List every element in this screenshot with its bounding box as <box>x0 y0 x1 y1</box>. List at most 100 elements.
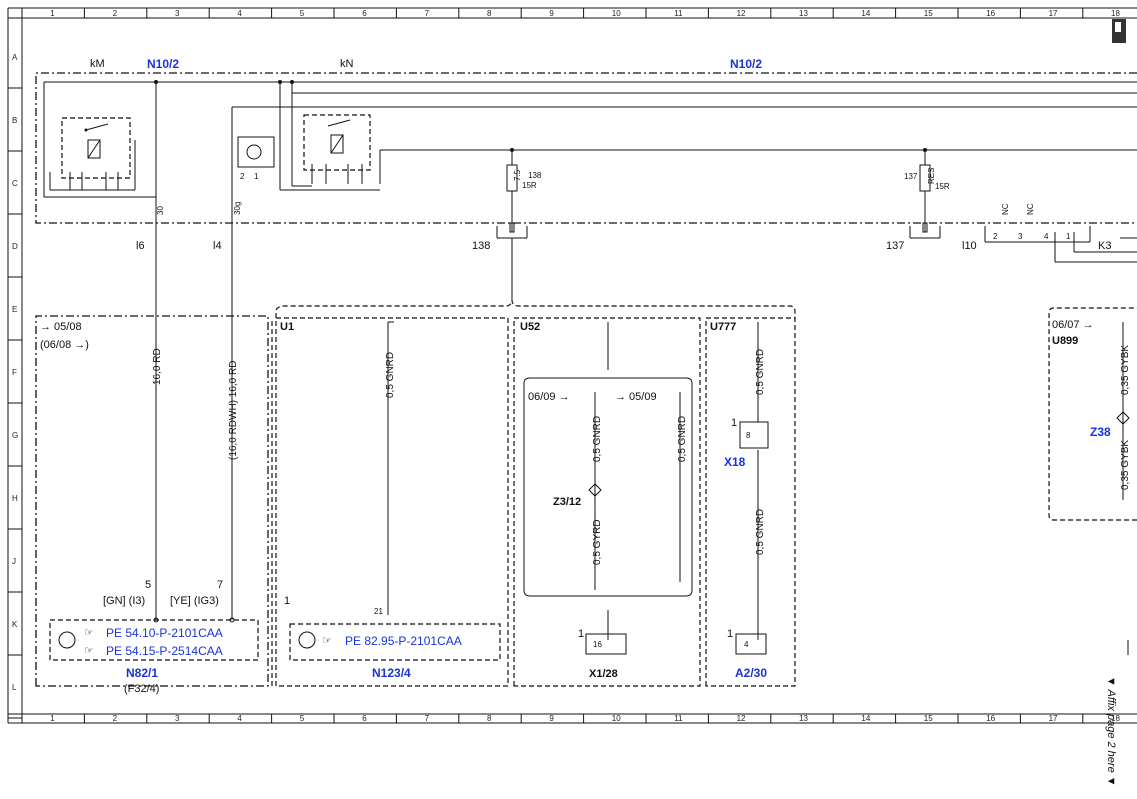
component-n82-1[interactable]: N82/1 <box>126 666 158 680</box>
grid-column-label: 13 <box>799 9 808 18</box>
u52-pin-16: 16 <box>593 640 602 649</box>
grid-column-label: 11 <box>674 9 683 18</box>
reference-hand-icon: ☞ <box>84 627 94 639</box>
u899-block: 06/07 → U899 0,35 GYBK 0,35 GYBK Z38 <box>1048 307 1137 521</box>
relay-pin-2: 2 <box>240 172 245 181</box>
pin-5-desc: [GN] (I3) <box>103 595 145 607</box>
pin-2: 2 <box>993 232 998 241</box>
grid-row-label: A <box>12 53 18 62</box>
splice-z38[interactable]: Z38 <box>1090 425 1111 439</box>
pin-7-label: 7 <box>217 579 223 591</box>
grid-column-label: 15 <box>924 714 933 723</box>
u1-title: U1 <box>280 321 294 333</box>
grid-column-label: 2 <box>113 714 118 723</box>
u777-wire-b: 0,5 GNRD <box>755 509 766 555</box>
u777-pin-1: 1 <box>731 417 737 429</box>
ground-transistor-icon <box>298 631 316 649</box>
affix-note: ▼ Affix page 2 here ▼ <box>1105 676 1117 787</box>
grid-column-label: 8 <box>487 714 492 723</box>
u899-date: 06/07 → <box>1052 319 1094 331</box>
component-n123-4[interactable]: N123/4 <box>372 666 411 680</box>
grid-column-label: 9 <box>549 9 554 18</box>
u52-wire-b: 0,5 GNRD <box>677 416 688 462</box>
component-x1-28[interactable]: X1/28 <box>589 668 618 680</box>
grid-column-label: 18 <box>1111 714 1120 723</box>
grid-column-label: 5 <box>300 9 305 18</box>
ref-link-u1[interactable]: PE 82.95-P-2101CAA <box>345 634 462 648</box>
u777-block: U777 0,5 GNRD 1 8 X18 0,5 GNRD 1 4 A2/30 <box>705 317 796 687</box>
u52-title: U52 <box>520 321 540 333</box>
connector-138: 138 <box>472 240 490 252</box>
grid-row-label: E <box>12 305 17 314</box>
fuse-137-res: RES <box>927 168 936 184</box>
grid-row-label: D <box>12 242 18 251</box>
component-a2-30[interactable]: A2/30 <box>735 666 767 680</box>
fuse-138-rating: 7.5 <box>513 169 522 181</box>
grid-column-label: 6 <box>362 9 367 18</box>
u52-block: U52 06/09 → → 05/09 0,5 GNRD 0,5 GNRD 0,… <box>513 317 701 687</box>
pin-1: 1 <box>1066 232 1071 241</box>
grid-row-label: L <box>12 683 17 692</box>
connector-l10: l10 <box>962 240 977 252</box>
grid-column-label: 2 <box>113 9 118 18</box>
ref-link-1[interactable]: PE 54.10-P-2101CAA <box>106 626 223 640</box>
fuse-138-circuit: 15R <box>522 181 537 190</box>
u52-pin-1: 1 <box>578 628 584 640</box>
nc-label-1: NC <box>1001 203 1010 215</box>
grid-column-label: 1 <box>50 714 55 723</box>
splice-z3-12[interactable]: Z3/12 <box>553 496 581 508</box>
grid-column-label: 8 <box>487 9 492 18</box>
wire-16-rd: 16,0 RD <box>152 348 163 385</box>
connector-l4: l4 <box>213 240 222 252</box>
grid-row-label: K <box>12 620 18 629</box>
left-date-to: (06/08 →) <box>40 339 89 351</box>
frame <box>7 7 1137 724</box>
fuse-137: 137 RES 15R <box>904 164 950 233</box>
grid-column-label: 14 <box>861 714 870 723</box>
u777-pin-8: 8 <box>746 431 751 440</box>
connector-x18[interactable]: X18 <box>724 455 746 469</box>
grid-column-label: 3 <box>175 9 180 18</box>
grid-column-label: 9 <box>549 714 554 723</box>
pin-30: 30 <box>156 206 165 215</box>
k3-label: K3 <box>1098 240 1111 252</box>
u777-pin-1b: 1 <box>727 628 733 640</box>
grid-column-label: 7 <box>425 9 430 18</box>
pin-3: 3 <box>1018 232 1023 241</box>
grid-column-label: 17 <box>1049 9 1058 18</box>
grid-column-label: 1 <box>50 9 55 18</box>
grid-column-label: 15 <box>924 9 933 18</box>
component-f32-4: (F32/4) <box>124 683 159 695</box>
pin-4: 4 <box>1044 232 1049 241</box>
grid-column-label: 14 <box>861 9 870 18</box>
grid-column-label: 10 <box>612 9 621 18</box>
fuse-138-number: 138 <box>528 171 542 180</box>
left-date-from: → 05/08 <box>40 321 82 333</box>
u1-block: U1 0,5 GNRD 1 21 ☞ PE 82.95-P-2101CAA N1… <box>271 317 509 687</box>
grid-row-label: F <box>12 368 17 377</box>
ref-link-2[interactable]: PE 54.15-P-2514CAA <box>106 644 223 658</box>
grid-column-label: 5 <box>300 714 305 723</box>
kn-label: kN <box>340 58 354 70</box>
grid-row-label: C <box>12 179 18 188</box>
relay-km <box>49 117 136 191</box>
grid-row-label: H <box>12 494 18 503</box>
grid-column-label: 12 <box>737 714 746 723</box>
pin-30g: 30g <box>233 202 242 215</box>
fuse-137-number: 137 <box>904 172 918 181</box>
u899-title: U899 <box>1052 335 1078 347</box>
n10-2-box <box>35 72 1137 224</box>
u52-date-b: → 05/09 <box>615 391 657 403</box>
relay-pin-1: 1 <box>254 172 259 181</box>
n10-2-label-right: N10/2 <box>730 57 762 71</box>
u1-wire: 0,5 GNRD <box>385 352 396 398</box>
u1-pin-1: 1 <box>284 595 290 607</box>
feed-wires <box>155 223 796 620</box>
grid-column-label: 7 <box>425 714 430 723</box>
grid-column-label: 16 <box>986 714 995 723</box>
internal-bus <box>43 80 1137 223</box>
u52-date-a: 06/09 → <box>528 391 570 403</box>
